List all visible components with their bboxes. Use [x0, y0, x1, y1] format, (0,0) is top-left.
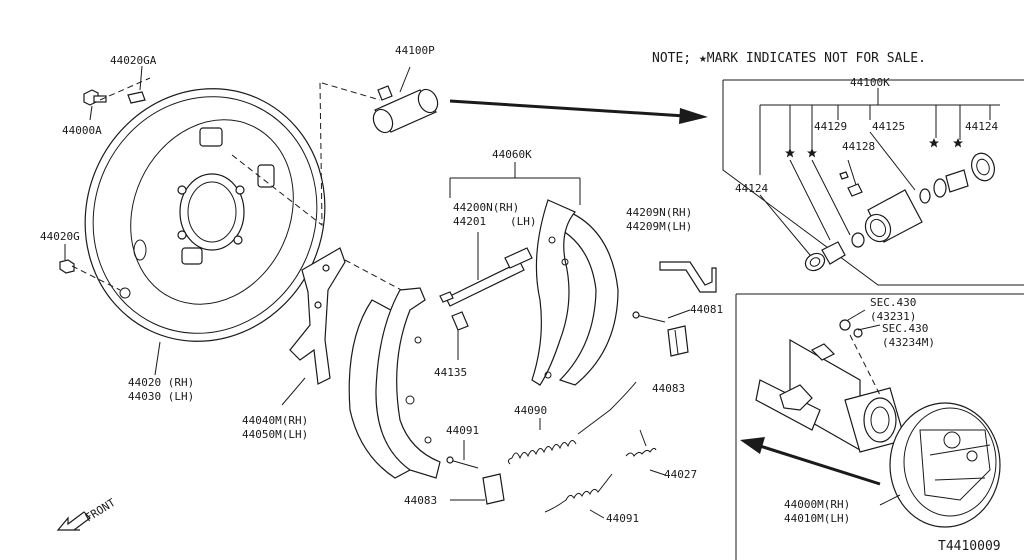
star-mark — [929, 138, 939, 148]
bracket-44209N — [659, 261, 717, 293]
star-mark — [785, 148, 795, 158]
label-44129: 44129 — [814, 120, 847, 133]
inset-axle-assembly — [735, 293, 1024, 560]
label-sec430-b: SEC.430 — [882, 322, 928, 335]
spring-44090 — [507, 381, 637, 465]
label-43231: (43231) — [870, 310, 916, 323]
wheel-cylinder-44100P — [372, 66, 439, 134]
arrow-to-axle-assembly — [740, 437, 881, 486]
note-text: NOTE; ★MARK INDICATES NOT FOR SALE. — [652, 51, 926, 66]
label-44060K: 44060K — [492, 148, 532, 161]
label-44135: 44135 — [434, 366, 467, 379]
bolt-44000A — [83, 89, 107, 106]
label-44209M: 44209M(LH) — [626, 220, 692, 233]
backing-plate — [84, 88, 326, 342]
label-44000M: 44000M(RH) — [784, 498, 850, 511]
spring-44091-bottom — [544, 473, 613, 519]
label-44209N: 44209N(RH) — [626, 206, 692, 219]
label-44128: 44128 — [842, 140, 875, 153]
label-sec430-a: SEC.430 — [870, 296, 916, 309]
label-44091-left: 44091 — [446, 424, 479, 437]
label-44010M: 44010M(LH) — [784, 512, 850, 525]
label-44201: 44201 — [453, 215, 486, 228]
label-44050M: 44050M(LH) — [242, 428, 308, 441]
label-44081: 44081 — [690, 303, 723, 316]
label-44201-lh: (LH) — [510, 215, 537, 228]
star-mark — [953, 138, 963, 148]
brake-shoe-rear — [531, 199, 619, 386]
label-44125: 44125 — [872, 120, 905, 133]
label-44124-left: 44124 — [735, 182, 768, 195]
label-44091-bottom: 44091 — [606, 512, 639, 525]
drawing-code: T4410009 — [938, 539, 1001, 554]
label-44200N: 44200N(RH) — [453, 201, 519, 214]
label-44083-right: 44083 — [652, 382, 685, 395]
clip-44020GA — [127, 91, 146, 104]
spring-44027 — [625, 429, 666, 476]
label-44100P: 44100P — [395, 44, 435, 57]
front-label: FRONT — [83, 496, 118, 525]
pin-44091-left — [446, 440, 479, 469]
label-44020GA: 44020GA — [110, 54, 157, 67]
retainer-44083-right — [667, 325, 689, 357]
retainer-44083-left — [450, 473, 505, 505]
label-44083-left: 44083 — [404, 494, 437, 507]
label-44020G: 44020G — [40, 230, 80, 243]
clip-44135 — [451, 311, 469, 360]
front-arrow — [56, 511, 91, 531]
brake-shoe-front — [348, 287, 441, 479]
label-44100K: 44100K — [850, 76, 890, 89]
arrow-to-cylinder-detail — [449, 99, 708, 124]
star-mark — [807, 148, 817, 158]
label-44000A: 44000A — [62, 124, 102, 137]
label-44027: 44027 — [664, 468, 697, 481]
label-44030: 44030 (LH) — [128, 390, 194, 403]
label-43234M: (43234M) — [882, 336, 935, 349]
plug-44020G — [59, 259, 75, 274]
label-44020: 44020 (RH) — [128, 376, 194, 389]
callout-44060K — [449, 162, 581, 205]
label-44090: 44090 — [514, 404, 547, 417]
pin-44081 — [632, 309, 691, 323]
label-44040M: 44040M(RH) — [242, 414, 308, 427]
adjuster-44200N — [439, 232, 533, 307]
inset-cylinder-detail — [722, 79, 1024, 286]
label-44124-top: 44124 — [965, 120, 998, 133]
